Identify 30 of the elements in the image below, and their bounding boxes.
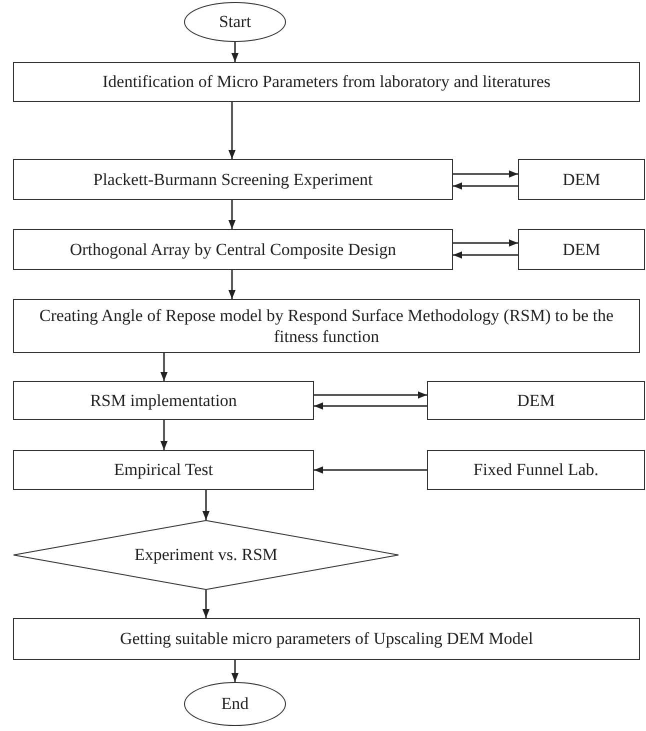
process-box: Creating Angle of Repose model by Respond Surface Methodology (RSM) to be the fitness function — [13, 299, 640, 353]
arrow — [160, 420, 168, 450]
arrow — [453, 182, 518, 190]
process-box: Plackett-Burmann Screening Experiment — [13, 159, 453, 200]
arrow — [228, 200, 236, 229]
arrow — [453, 251, 518, 259]
arrow — [228, 102, 236, 159]
arrow — [453, 170, 518, 178]
arrow — [453, 239, 518, 247]
arrow — [231, 660, 239, 682]
process-box: DEM — [518, 159, 645, 200]
decision-diamond: Experiment vs. RSM — [13, 520, 399, 590]
arrow — [160, 353, 168, 381]
arrow — [202, 490, 210, 520]
arrow — [314, 402, 427, 410]
arrow — [314, 466, 427, 474]
process-box: DEM — [427, 381, 645, 420]
arrow — [228, 270, 236, 299]
process-box: Fixed Funnel Lab. — [427, 450, 645, 490]
start-terminal: Start — [184, 2, 286, 42]
arrow — [314, 391, 427, 399]
arrow — [202, 590, 210, 618]
process-box: Empirical Test — [13, 450, 314, 490]
process-box: Getting suitable micro parameters of Upscaling DEM Model — [13, 618, 640, 660]
process-box: Identification of Micro Parameters from laboratory and literatures — [13, 62, 640, 102]
arrow — [231, 42, 239, 62]
end-terminal: End — [184, 682, 286, 726]
process-box: Orthogonal Array by Central Composite Design — [13, 229, 453, 270]
process-box: DEM — [518, 229, 645, 270]
process-box: RSM implementation — [13, 381, 314, 420]
